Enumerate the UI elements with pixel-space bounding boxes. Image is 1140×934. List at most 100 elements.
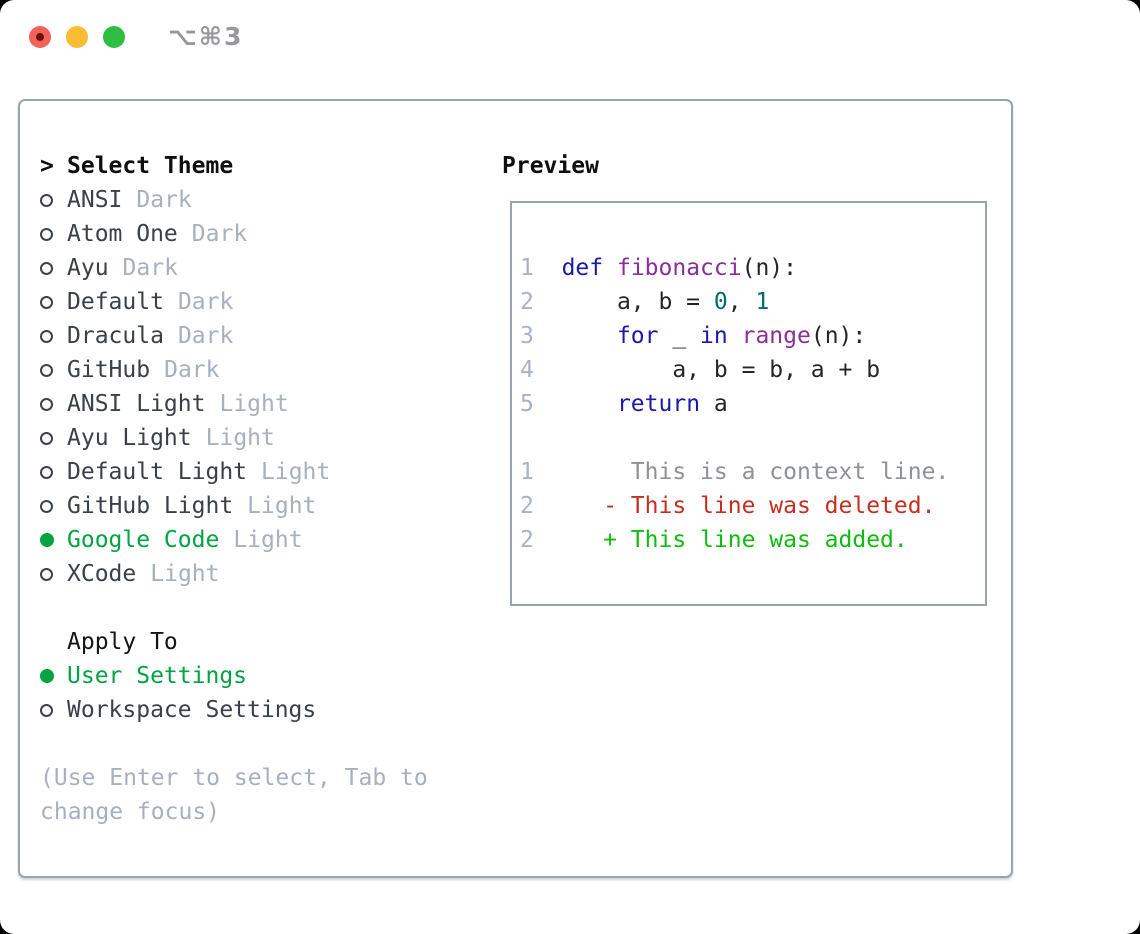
theme-item-label: Dracula [67, 323, 164, 349]
token-kw: for [616, 323, 659, 349]
theme-item-label: XCode [67, 561, 137, 587]
theme-item-google-code[interactable]: Google Code Light [40, 523, 330, 557]
theme-item-atom-one[interactable]: Atom One Dark [40, 217, 330, 251]
close-button[interactable] [29, 26, 51, 48]
line-number: 1 [520, 459, 534, 485]
token-kw: return [616, 391, 701, 417]
radio-icon [40, 431, 67, 445]
theme-item-label: Google Code [67, 527, 220, 553]
line-number: 2 [520, 289, 534, 315]
zoom-button[interactable] [103, 26, 125, 48]
variant-tag: Dark [191, 221, 248, 247]
radio-icon [40, 295, 67, 309]
diff-text-del: - This line was deleted. [561, 493, 936, 519]
line-number: 3 [520, 323, 534, 349]
theme-list-header: > Select Theme [40, 149, 330, 183]
diff-text-ctx: This is a context line. [561, 459, 950, 485]
token-pl: (n): [810, 323, 867, 349]
theme-item-xcode[interactable]: XCode Light [40, 557, 330, 591]
help-text: (Use Enter to select, Tab to change focu… [40, 765, 428, 825]
token-pl: a [700, 391, 728, 417]
token-pl: a, b = [561, 289, 714, 315]
diff-line-del: 2 - This line was deleted. [520, 489, 985, 523]
apply-to-header: Apply To [40, 625, 316, 659]
theme-item-label: ANSI Light [67, 391, 206, 417]
apply-option-label: Workspace Settings [67, 697, 317, 723]
variant-tag: Dark [122, 255, 178, 281]
token-fn: range [741, 323, 811, 349]
radio-icon [40, 567, 67, 581]
variant-tag: Dark [164, 357, 220, 383]
theme-item-default[interactable]: Default Dark [40, 285, 330, 319]
radio-icon [40, 227, 67, 241]
window-title: ⌥⌘3 [168, 22, 244, 51]
diff-line-ctx: 1 This is a context line. [520, 455, 985, 489]
variant-tag: Light [247, 493, 317, 519]
token-pl [562, 391, 617, 417]
variant-tag: Dark [136, 187, 192, 213]
radio-selected-icon [40, 669, 67, 683]
line-number: 4 [520, 357, 534, 383]
token-pl [728, 323, 742, 349]
variant-tag: Light [150, 561, 220, 587]
line-number: 2 [520, 527, 534, 553]
theme-item-label: Atom One [67, 221, 178, 247]
token-pl: _ [658, 323, 701, 349]
variant-tag: Light [219, 391, 289, 417]
variant-tag: Light [261, 459, 331, 485]
token-lit: 0 [713, 289, 728, 315]
radio-selected-icon [40, 533, 67, 547]
apply-option-user-settings[interactable]: User Settings [40, 659, 316, 693]
radio-icon [40, 193, 67, 207]
theme-item-default-light[interactable]: Default Light Light [40, 455, 330, 489]
theme-item-label: GitHub Light [67, 493, 234, 519]
apply-to-title: Apply To [67, 629, 178, 655]
theme-item-github-light[interactable]: GitHub Light Light [40, 489, 330, 523]
preview-title: Preview [502, 153, 599, 179]
variant-tag: Light [233, 527, 303, 553]
radio-icon [40, 363, 67, 377]
line-number: 5 [520, 391, 534, 417]
theme-item-label: Default [67, 289, 164, 315]
theme-item-label: Default Light [67, 459, 248, 485]
radio-icon [40, 329, 67, 343]
token-lit: 1 [755, 289, 770, 315]
theme-item-github[interactable]: GitHub Dark [40, 353, 330, 387]
theme-item-ansi[interactable]: ANSI Dark [40, 183, 330, 217]
token-pl [603, 255, 617, 281]
radio-icon [40, 465, 67, 479]
prompt-icon: > [40, 153, 54, 179]
token-pl: (n): [741, 255, 797, 281]
theme-item-dracula[interactable]: Dracula Dark [40, 319, 330, 353]
code-line: 5 return a [520, 387, 985, 421]
theme-item-label: ANSI [67, 187, 123, 213]
variant-tag: Dark [177, 323, 234, 349]
theme-item-label: GitHub [67, 357, 151, 383]
token-pl [562, 323, 617, 349]
variant-tag: Dark [177, 289, 234, 315]
line-number: 2 [520, 493, 534, 519]
theme-item-label: Ayu Light [67, 425, 192, 451]
radio-icon [40, 261, 67, 275]
radio-icon [40, 397, 67, 411]
titlebar: ⌥⌘3 [0, 0, 1140, 74]
code-line: 1 def fibonacci(n): [520, 251, 985, 285]
token-kw: in [700, 323, 728, 349]
blank-line [520, 421, 985, 455]
apply-option-workspace-settings[interactable]: Workspace Settings [40, 693, 316, 727]
diff-text-add: + This line was added. [561, 527, 908, 553]
code-line: 4 a, b = b, a + b [520, 353, 985, 387]
code-line: 2 a, b = 0, 1 [520, 285, 985, 319]
token-fn: fibonacci [616, 255, 742, 281]
diff-line-add: 2 + This line was added. [520, 523, 985, 557]
minimize-button[interactable] [66, 26, 88, 48]
theme-item-ansi-light[interactable]: ANSI Light Light [40, 387, 330, 421]
theme-list-title: Select Theme [67, 153, 234, 179]
